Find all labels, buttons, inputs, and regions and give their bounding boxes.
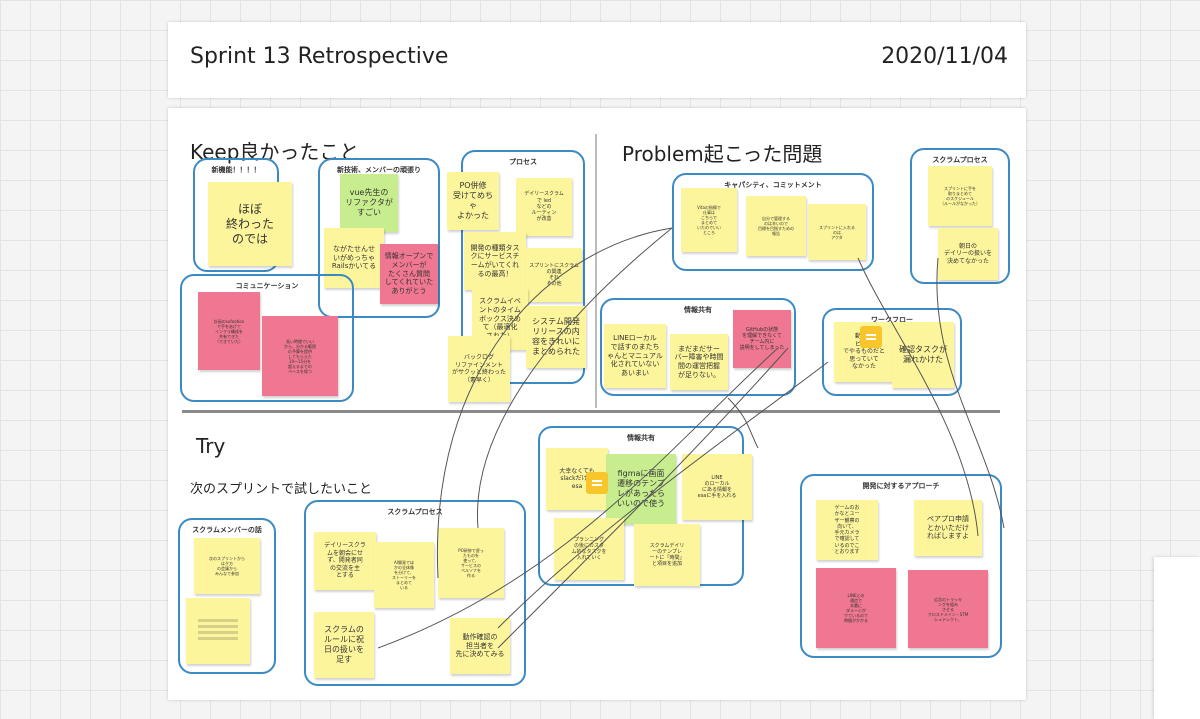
frame-label: スクラムプロセス [387,508,443,516]
sticky-note[interactable]: 朝日の デイリーの扱いを 決めてなかった [938,228,998,280]
comment-icon[interactable] [586,472,608,494]
sticky-note[interactable]: 開発の種類タス クにサービスチ ームがいてくれ るの最高！ [464,232,526,290]
sticky-note[interactable]: デイリースクラ ムを朝会にせ ず、開発者同 の交流を主 とする [314,532,376,590]
frame-label: スクラムプロセス [932,156,988,164]
sticky-note[interactable]: GitHubの状態 を理解できなくて チーム内に 説明をしてしまった [733,310,791,368]
frame-label: 情報共有 [684,306,712,314]
frame-label: コミュニケーション [235,282,299,290]
frame-label: 新技術、メンバーの頑張り [337,166,421,174]
sticky-note[interactable]: 計画のsufootion で手をあげて インフラ構成を 共有できた （できていた… [198,292,260,370]
board-date[interactable]: 2020/11/04 [881,44,1008,69]
frame-label: 情報共有 [627,434,655,442]
section-title-problem[interactable]: Problem起こった問題 [622,142,823,166]
board-header: Sprint 13 Retrospective 2020/11/04 [168,22,1026,98]
sticky-note[interactable]: スプリントに手を 取りまとめて のスケジュール （ルールがなかった） [928,166,992,226]
sticky-note[interactable]: vue先生の リファクタが すごい [340,174,398,232]
board-title[interactable]: Sprint 13 Retrospective [190,44,449,69]
section-divider-horizontal [182,410,1000,413]
sticky-note[interactable]: デイリースクラム で led などの ルーティン が改善 [516,178,572,236]
sticky-note[interactable]: Vitaの指摘で 仕事は こちらで まとめて いたのでいい ところ [681,188,737,252]
section-subtitle-try[interactable]: 次のスプリントで試したいこと [190,482,373,497]
sticky-note[interactable]: スクラムデイリ ーのテンプレ ートに「時間」 と項目を追加 [634,524,700,586]
sticky-note[interactable]: プランニング の後にカスタ ム的なタスクを 入れていく [554,518,624,580]
sticky-note[interactable]: ペアプロ申請 とかいただけ ればしますよ [914,500,982,556]
sticky-note[interactable]: バックログ リファインメント がサクッと終わった （素早く） [448,336,510,402]
sticky-note[interactable]: 次のスプリントから は夕方 の会議から みんなで参加 [194,538,260,594]
section-divider-vertical [595,134,597,408]
section-title-try[interactable]: Try [196,434,226,458]
sticky-note[interactable]: スプリントにスクラム の関連 それ その他 [526,248,582,302]
frame-capacity[interactable]: キャパシティ、コミットメント [672,173,874,271]
sticky-note[interactable]: AI開発でほ かの全体像 を分けて、 ストーリーを まとめて いる [374,542,434,608]
sticky-note[interactable]: 広告のトラッキ ングを組み させる クロスドメイン・STM シュテレクト、 [908,570,988,648]
frame-label: キャパシティ、コミットメント [724,181,822,189]
sticky-note[interactable]: LINEとの 通信で 本番に ダメージが でているので 時間がかかる [816,568,896,648]
sticky-note[interactable]: システム開発 リリースの内 容をきれいに まとめられた [526,306,586,368]
sticky-note[interactable]: figmaに画面 遷移のテンプ レがあったら いいので使う [606,454,676,524]
sticky-note[interactable]: 動作確認の 担当者を 先に決めてみる [450,618,510,674]
retro-board[interactable]: Keep良かったこと Problem起こった問題 Try 次のスプリントで試した… [168,108,1026,700]
sticky-note[interactable]: LINE のローカル にある情報を esaに手を入れる [682,454,752,520]
sticky-note[interactable]: 情報オープンで メンバーが たくさん質問 してくれていた ありがとう [380,244,438,304]
sticky-note[interactable]: ながたせんせ いがめっちゃ Railsかいてる [324,228,384,288]
frame-communication[interactable]: コミュニケーション [180,274,354,402]
sticky-note[interactable]: PO併修 受けてめちゃ よかった [447,172,499,230]
frame-label: スクラムメンバーの話 [192,526,262,534]
sticky-note[interactable]: スクラムの ルールに祝 日の扱いを 足す [314,612,374,678]
frame-label: プロセス [509,158,537,166]
frame-label: 新機能！！！！ [211,166,261,174]
sticky-note[interactable]: ほぼ 終わった のでは [208,182,292,266]
sticky-note[interactable]: 自分で管理する のは辛いので 目標を目指すための 報告 [746,196,806,256]
sticky-note[interactable]: まだまだサー バー障害や時間 間の運営把握 が足りない。 [670,334,728,390]
sticky-note[interactable]: 確認タスクが 漏れかけた [892,322,954,388]
blurred-text [197,619,239,643]
sticky-note-blurred[interactable] [186,598,250,664]
side-panel[interactable] [1154,557,1200,719]
sticky-note[interactable]: スプリントに入れる のは アクタ [808,204,866,260]
comment-icon[interactable] [860,326,882,348]
frame-label: 開発に対するアプローチ [862,482,940,490]
sticky-note[interactable]: PO研修で習っ たものを 使って、 サービスの ペルソナを 作る [438,528,504,598]
sticky-note[interactable]: 長い時間でいい から、分かる範囲 の予算を提供 してもらえた 10〜15分を 超… [262,316,338,396]
sticky-note[interactable]: ゲームのお かなとユー ザー観察の 向いて、 手元カメラ で確認して いるのでこ… [816,500,878,560]
frame-scrum-member[interactable]: スクラムメンバーの話 [178,518,276,674]
sticky-note[interactable]: LINEローカル で話すのまたち ゃんとマニュアル 化されていない あいまい [604,324,666,388]
